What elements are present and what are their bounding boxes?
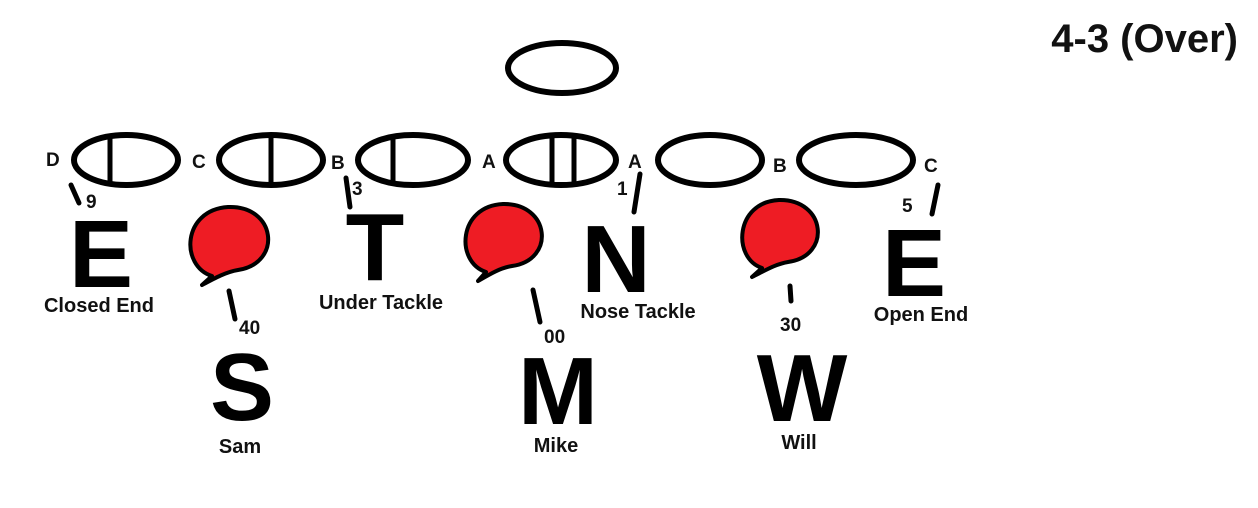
gap-a-left: A	[482, 152, 496, 173]
formation-title: 4-3 (Over)	[1051, 17, 1238, 61]
will-label: Will	[781, 432, 816, 454]
nose-tackle-letter: N	[581, 206, 650, 313]
open-end-tick	[929, 182, 941, 217]
nose-tackle-label: Nose Tackle	[580, 301, 695, 323]
closed-end-tick	[68, 182, 82, 206]
sam-technique: 40	[239, 318, 260, 339]
under-tackle-technique: 3	[352, 179, 363, 200]
right-guard-oval	[655, 132, 765, 188]
left-tight-end-oval	[71, 132, 181, 188]
sam-bubble-marker	[188, 204, 271, 287]
closed-end-letter: E	[69, 201, 133, 308]
will-technique: 30	[780, 315, 801, 336]
gap-a-right: A	[628, 152, 642, 173]
mike-tick	[530, 287, 543, 325]
gap-c-right: C	[924, 156, 938, 177]
nose-tackle-tick	[631, 171, 643, 215]
gap-c-left: C	[192, 152, 206, 173]
sam-tick	[226, 288, 238, 322]
gap-b-right: B	[773, 156, 787, 177]
right-tackle-oval	[796, 132, 916, 188]
sam-letter: S	[210, 334, 274, 441]
will-tick	[787, 283, 794, 304]
open-end-letter: E	[882, 210, 946, 317]
mike-technique: 00	[544, 327, 565, 348]
closed-end-technique: 9	[86, 192, 97, 213]
under-tackle-label: Under Tackle	[319, 292, 443, 314]
under-tackle-tick	[343, 175, 353, 210]
will-bubble-marker	[740, 197, 820, 279]
mike-bubble-marker	[463, 201, 544, 283]
quarterback-oval	[505, 40, 619, 96]
sam-label: Sam	[219, 436, 261, 458]
nose-tackle-technique: 1	[617, 179, 628, 200]
gap-d: D	[46, 150, 60, 171]
open-end-label: Open End	[874, 304, 968, 326]
closed-end-label: Closed End	[44, 295, 154, 317]
gap-b-left: B	[331, 153, 345, 174]
under-tackle-letter: T	[346, 194, 405, 301]
offensive-line	[71, 132, 916, 188]
mike-label: Mike	[534, 435, 578, 457]
left-guard-oval	[355, 132, 471, 188]
will-letter: W	[757, 335, 848, 442]
mike-letter: M	[518, 338, 598, 445]
open-end-technique: 5	[902, 196, 913, 217]
center-oval	[503, 132, 619, 188]
